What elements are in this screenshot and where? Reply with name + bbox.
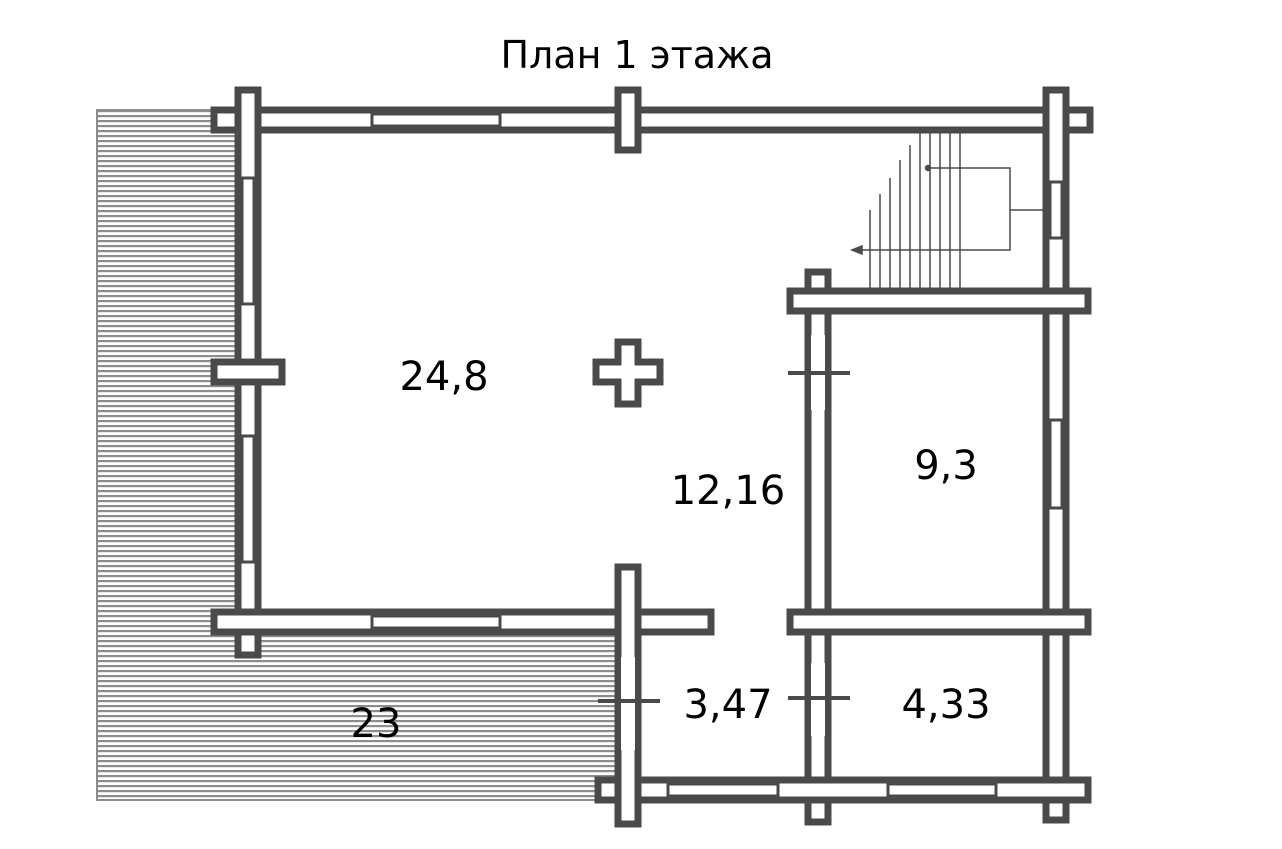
room-area-terrace: 23 <box>351 701 402 747</box>
window-bottom-right <box>886 782 998 798</box>
staircase <box>849 130 1046 291</box>
window-left-upper <box>240 176 256 306</box>
window-living-bottom <box>370 614 502 630</box>
stair-arrow-icon <box>849 244 863 256</box>
room-area-living: 24,8 <box>399 354 488 400</box>
room-area-vestibule: 3,47 <box>683 682 772 728</box>
windows <box>240 112 1064 798</box>
room-area-bathroom: 4,33 <box>901 682 990 728</box>
window-stair <box>1048 180 1064 240</box>
room-area-hall: 12,16 <box>671 468 786 514</box>
window-top <box>370 112 502 128</box>
window-bedroom <box>1048 418 1064 510</box>
room-area-bedroom: 9,3 <box>914 443 978 489</box>
window-left-lower <box>240 434 256 564</box>
window-bottom-left <box>666 782 780 798</box>
door-marks <box>598 371 850 703</box>
stair-direction-line <box>860 167 1011 251</box>
plan-title: План 1 этажа <box>500 33 773 77</box>
terrace <box>96 109 619 801</box>
